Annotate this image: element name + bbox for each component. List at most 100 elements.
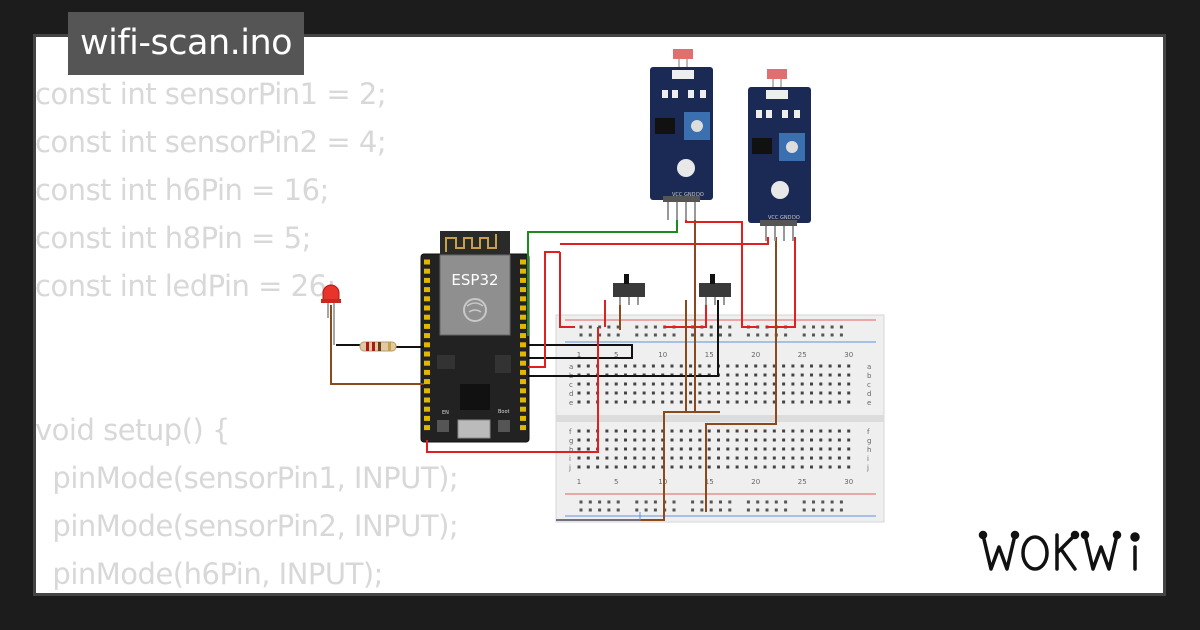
wire-brown-led (330, 305, 424, 385)
esp32-pin[interactable] (520, 268, 526, 274)
code-line: pinMode(h6Pin, INPUT); (35, 557, 383, 591)
wire-red-7 (685, 220, 758, 328)
esp32-pin[interactable] (424, 342, 430, 348)
esp32-pin[interactable] (424, 351, 430, 357)
code-line: const int sensorPin2 = 4; (35, 125, 387, 159)
resistor[interactable] (359, 341, 397, 352)
row-letter: e (867, 399, 871, 407)
esp32-pin[interactable] (424, 305, 430, 311)
row-letter: d (569, 390, 573, 398)
esp32-pin[interactable] (520, 388, 526, 394)
code-line: const int h6Pin = 16; (35, 173, 329, 207)
column-number: 10 (658, 478, 667, 486)
code-line: void setup() { (35, 413, 231, 447)
esp32-pin[interactable] (424, 287, 430, 293)
light-sensor-module-1[interactable]: VCC GND DO (650, 49, 713, 220)
wire-red-1 (559, 252, 575, 328)
row-letter: i (867, 455, 869, 463)
esp32-pin[interactable] (424, 379, 430, 385)
slide-switch-1[interactable] (613, 274, 645, 305)
esp32-pin[interactable] (520, 323, 526, 329)
en-label: EN (442, 410, 449, 416)
column-number: 25 (798, 351, 807, 359)
column-number: 1 (577, 351, 581, 359)
code-line: const int h8Pin = 5; (35, 221, 311, 255)
esp32-pin[interactable] (424, 360, 430, 366)
esp32-pin[interactable] (520, 305, 526, 311)
column-number: 5 (614, 478, 618, 486)
esp32-pin[interactable] (520, 314, 526, 320)
esp32-pin[interactable] (424, 314, 430, 320)
esp32-pin[interactable] (424, 259, 430, 265)
row-letter: j (866, 464, 869, 472)
row-letter: g (867, 437, 871, 445)
sensor2-pin-do: DO (792, 215, 800, 221)
wire-brown-2 (685, 300, 720, 413)
wire-red-6 (664, 300, 707, 328)
code-preview: const int sensorPin1 = 2; const int sens… (35, 70, 459, 598)
column-number: 15 (705, 351, 714, 359)
column-number: 1 (577, 478, 581, 486)
esp32-pin[interactable] (520, 277, 526, 283)
esp32-pin[interactable] (424, 333, 430, 339)
esp32-label: ESP32 (451, 271, 498, 289)
sensor1-pin-gnd: GND (684, 192, 696, 198)
wire-brown-3 (705, 237, 777, 512)
esp32-pin[interactable] (520, 397, 526, 403)
sketch-title: wifi-scan.ino (68, 12, 305, 75)
slide-switch-2[interactable] (699, 274, 731, 305)
esp32-pin[interactable] (424, 415, 430, 421)
esp32-pin[interactable] (520, 287, 526, 293)
esp32-pin[interactable] (424, 388, 430, 394)
sensor1-pin-vcc: VCC (672, 192, 683, 198)
wire-black-1 (528, 344, 633, 359)
row-letter: e (569, 399, 573, 407)
red-led[interactable] (321, 284, 341, 345)
column-number: 15 (705, 478, 714, 486)
esp32-pin[interactable] (424, 369, 430, 375)
esp32-pin[interactable] (520, 360, 526, 366)
column-number: 10 (658, 351, 667, 359)
sensor2-pin-vcc: VCC (768, 215, 779, 221)
wire-red-8 (766, 237, 796, 328)
esp32-pin[interactable] (424, 397, 430, 403)
row-letter: i (569, 455, 571, 463)
column-number: 20 (751, 351, 760, 359)
esp32-pin[interactable] (424, 296, 430, 302)
esp32-pin[interactable] (424, 277, 430, 283)
column-number: 5 (614, 351, 618, 359)
row-letter: a (867, 363, 871, 371)
esp32-pin[interactable] (520, 379, 526, 385)
esp32-pin[interactable] (520, 342, 526, 348)
esp32-pin[interactable] (424, 406, 430, 412)
row-letter: h (569, 446, 573, 454)
esp32-pin[interactable] (520, 296, 526, 302)
code-line: const int sensorPin1 = 2; (35, 77, 387, 111)
esp32-pin[interactable] (520, 406, 526, 412)
row-letter: c (569, 381, 573, 389)
row-letter: d (867, 390, 871, 398)
esp32-pin[interactable] (520, 259, 526, 265)
esp32-pin[interactable] (520, 333, 526, 339)
sensor2-pin-gnd: GND (780, 215, 792, 221)
boot-label: Boot (498, 409, 510, 415)
esp32-pin[interactable] (520, 415, 526, 421)
esp32-pin[interactable] (520, 351, 526, 357)
code-line: pinMode(sensorPin2, INPUT); (35, 509, 459, 543)
light-sensor-module-2[interactable]: VCC GND DO (748, 69, 811, 241)
esp32-pin[interactable] (424, 268, 430, 274)
esp32-pin[interactable] (424, 425, 430, 431)
esp32-pin[interactable] (520, 425, 526, 431)
esp32-board[interactable]: ESP32 EN Boot (420, 231, 530, 443)
esp32-pin[interactable] (520, 369, 526, 375)
column-number: 30 (844, 351, 853, 359)
row-letter: b (867, 372, 872, 380)
column-number: 20 (751, 478, 760, 486)
wire-red-4 (560, 237, 769, 245)
row-letter: a (569, 363, 573, 371)
column-number: 30 (844, 478, 853, 486)
esp32-pin[interactable] (424, 323, 430, 329)
column-number: 25 (798, 478, 807, 486)
wokwi-logo (978, 530, 1140, 571)
